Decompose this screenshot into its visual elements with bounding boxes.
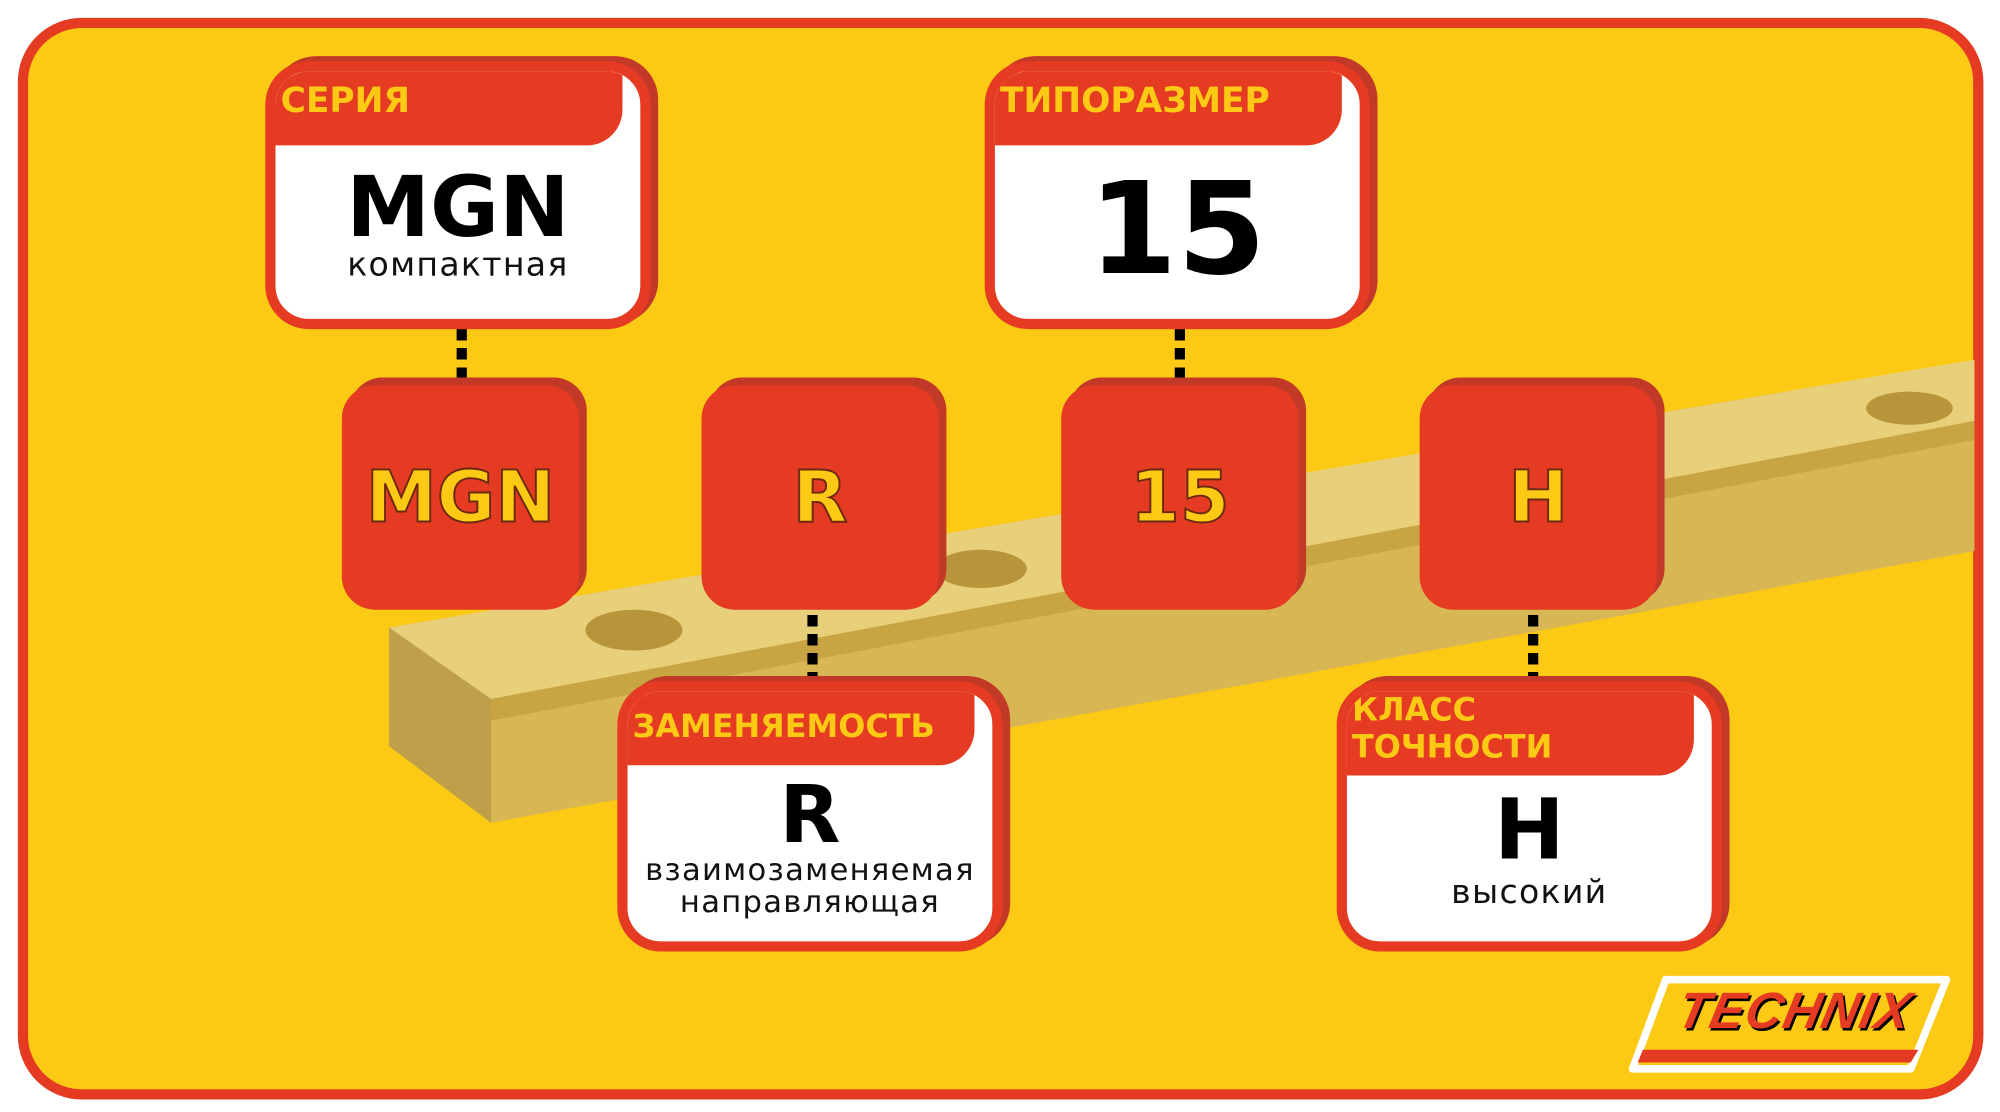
card-header: ТИПОРАЗМЕР [994,71,1342,146]
code-block-interchange: R [701,385,939,610]
connector-series [456,329,467,381]
card-header-line: КЛАСС [1352,691,1477,729]
card-header: КЛАСС ТОЧНОСТИ [1346,691,1694,776]
card-description: направляющая [679,883,940,920]
connector-interchange [807,614,818,677]
card-interchange: ЗАМЕНЯЕМОСТЬ R взаимозаменяемая направля… [617,681,1003,952]
card-description: взаимозаменяемая [645,852,975,888]
card-description: компактная [347,246,569,285]
card-value: H [1494,780,1565,879]
card-header: ЗАМЕНЯЕМОСТЬ [627,691,975,766]
code-block-accuracy: H [1419,385,1657,610]
code-block-size: 15 [1061,385,1299,610]
technix-logo: TECHNIX [1628,975,1953,1073]
card-header-line: ТОЧНОСТИ [1352,728,1553,766]
logo-text: TECHNIX [1672,983,1918,1040]
card-series: СЕРИЯ MGN компактная [265,61,651,330]
code-block-series: MGN [341,385,580,610]
card-value: MGN [346,158,570,257]
card-header: СЕРИЯ [275,71,623,146]
card-description: высокий [1451,873,1608,912]
logo-badge-icon [1628,975,1951,1073]
card-value: R [779,767,841,861]
card-value: 15 [1088,154,1267,304]
card-size: ТИПОРАЗМЕР 15 [984,61,1370,330]
card-accuracy: КЛАСС ТОЧНОСТИ H высокий [1336,681,1722,952]
connector-accuracy [1528,614,1539,677]
connector-size [1174,329,1185,381]
